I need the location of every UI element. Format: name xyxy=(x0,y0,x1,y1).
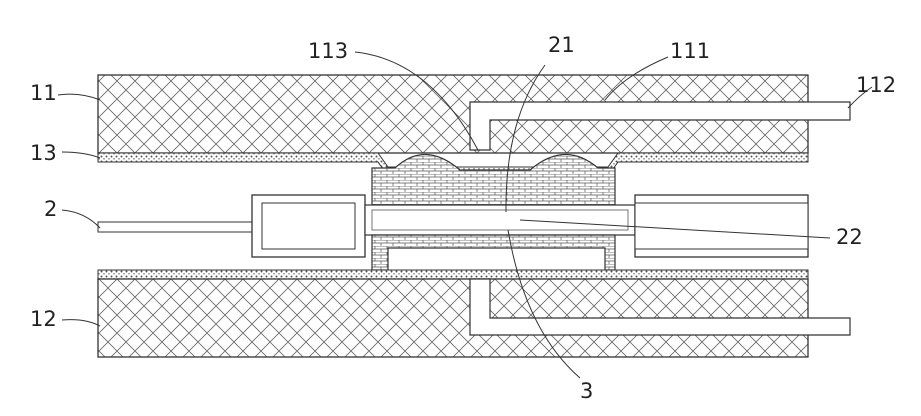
lower-bond-layer xyxy=(372,235,615,270)
label-112: 112 xyxy=(856,73,896,97)
top-plate-11 xyxy=(98,75,850,153)
lower-film xyxy=(98,270,808,279)
label-11: 11 xyxy=(30,81,57,105)
upper-bond-layer xyxy=(372,154,615,205)
label-13: 13 xyxy=(30,141,57,165)
label-111: 111 xyxy=(670,39,710,63)
bottom-plate-12 xyxy=(98,279,850,357)
label-21: 21 xyxy=(548,33,575,57)
label-3: 3 xyxy=(580,379,593,403)
label-22: 22 xyxy=(836,225,863,249)
label-2: 2 xyxy=(44,197,57,221)
label-113: 113 xyxy=(308,39,348,63)
label-12: 12 xyxy=(30,307,57,331)
